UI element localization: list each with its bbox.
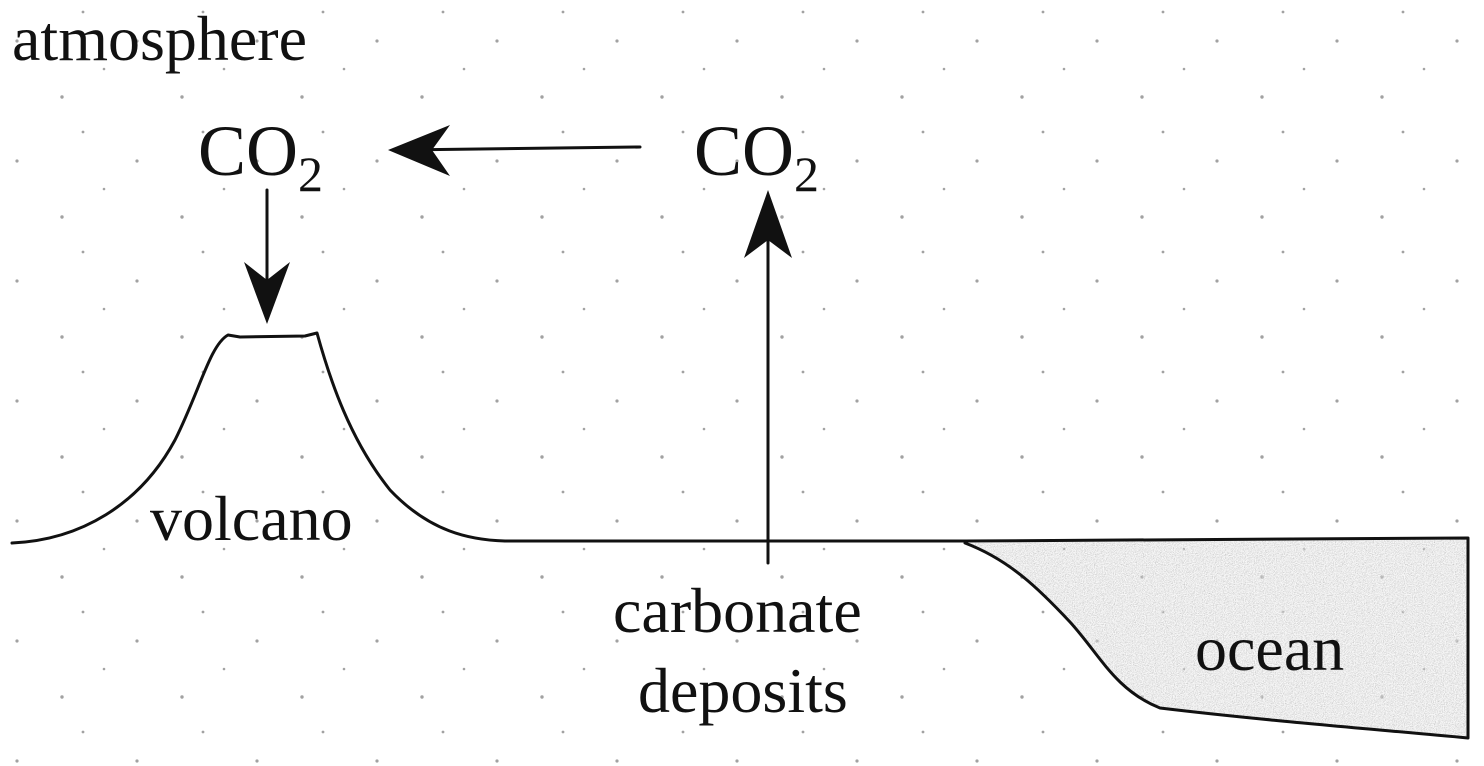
label-co2-right-main: CO bbox=[694, 111, 794, 191]
ocean-outline bbox=[963, 536, 1470, 740]
arrow-carbonate-to-co2-head bbox=[744, 190, 792, 258]
label-ocean: ocean bbox=[1195, 613, 1344, 684]
label-co2-right-subscript: 2 bbox=[794, 146, 819, 202]
label-carbonate: carbonate bbox=[613, 575, 862, 646]
label-atmosphere: atmosphere bbox=[12, 3, 307, 74]
label-co2-left-subscript: 2 bbox=[298, 146, 323, 202]
volcano-outline bbox=[10, 331, 507, 545]
ocean-fill bbox=[965, 538, 1468, 738]
label-co2-left-main: CO bbox=[198, 111, 298, 191]
label-volcano: volcano bbox=[150, 483, 353, 554]
label-deposits: deposits bbox=[638, 655, 848, 726]
arrow-co2-to-volcano-head bbox=[244, 262, 290, 324]
label-co2-right: CO2 bbox=[694, 111, 819, 202]
label-co2-left: CO2 bbox=[198, 111, 323, 202]
arrow-co2-to-co2-head bbox=[388, 125, 450, 176]
arrow-co2-to-co2-shaft bbox=[398, 145, 642, 152]
